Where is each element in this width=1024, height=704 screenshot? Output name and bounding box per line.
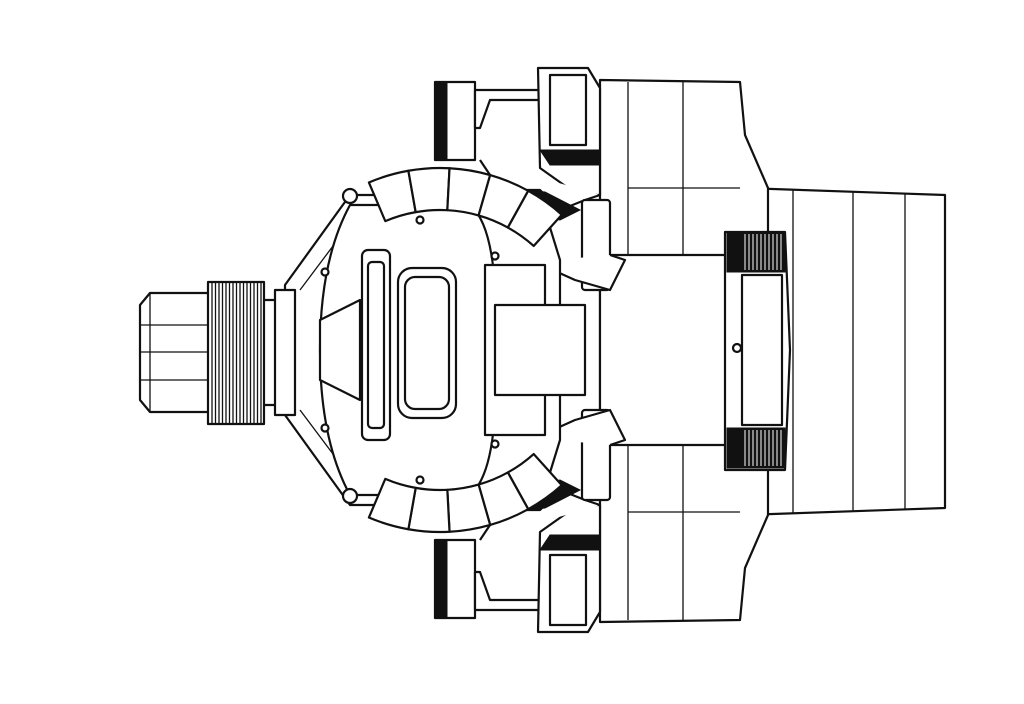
main-block [598,78,770,624]
bottom-bolt [341,487,359,505]
ring-segment [506,189,563,248]
center-body [283,193,587,507]
rear-housing [743,186,947,517]
ring-segment [407,166,451,214]
segmented-ring [367,166,563,534]
ring-segment [367,477,417,531]
front-cap [138,280,297,426]
side-clamp [723,230,792,472]
top-bolt [341,187,359,205]
